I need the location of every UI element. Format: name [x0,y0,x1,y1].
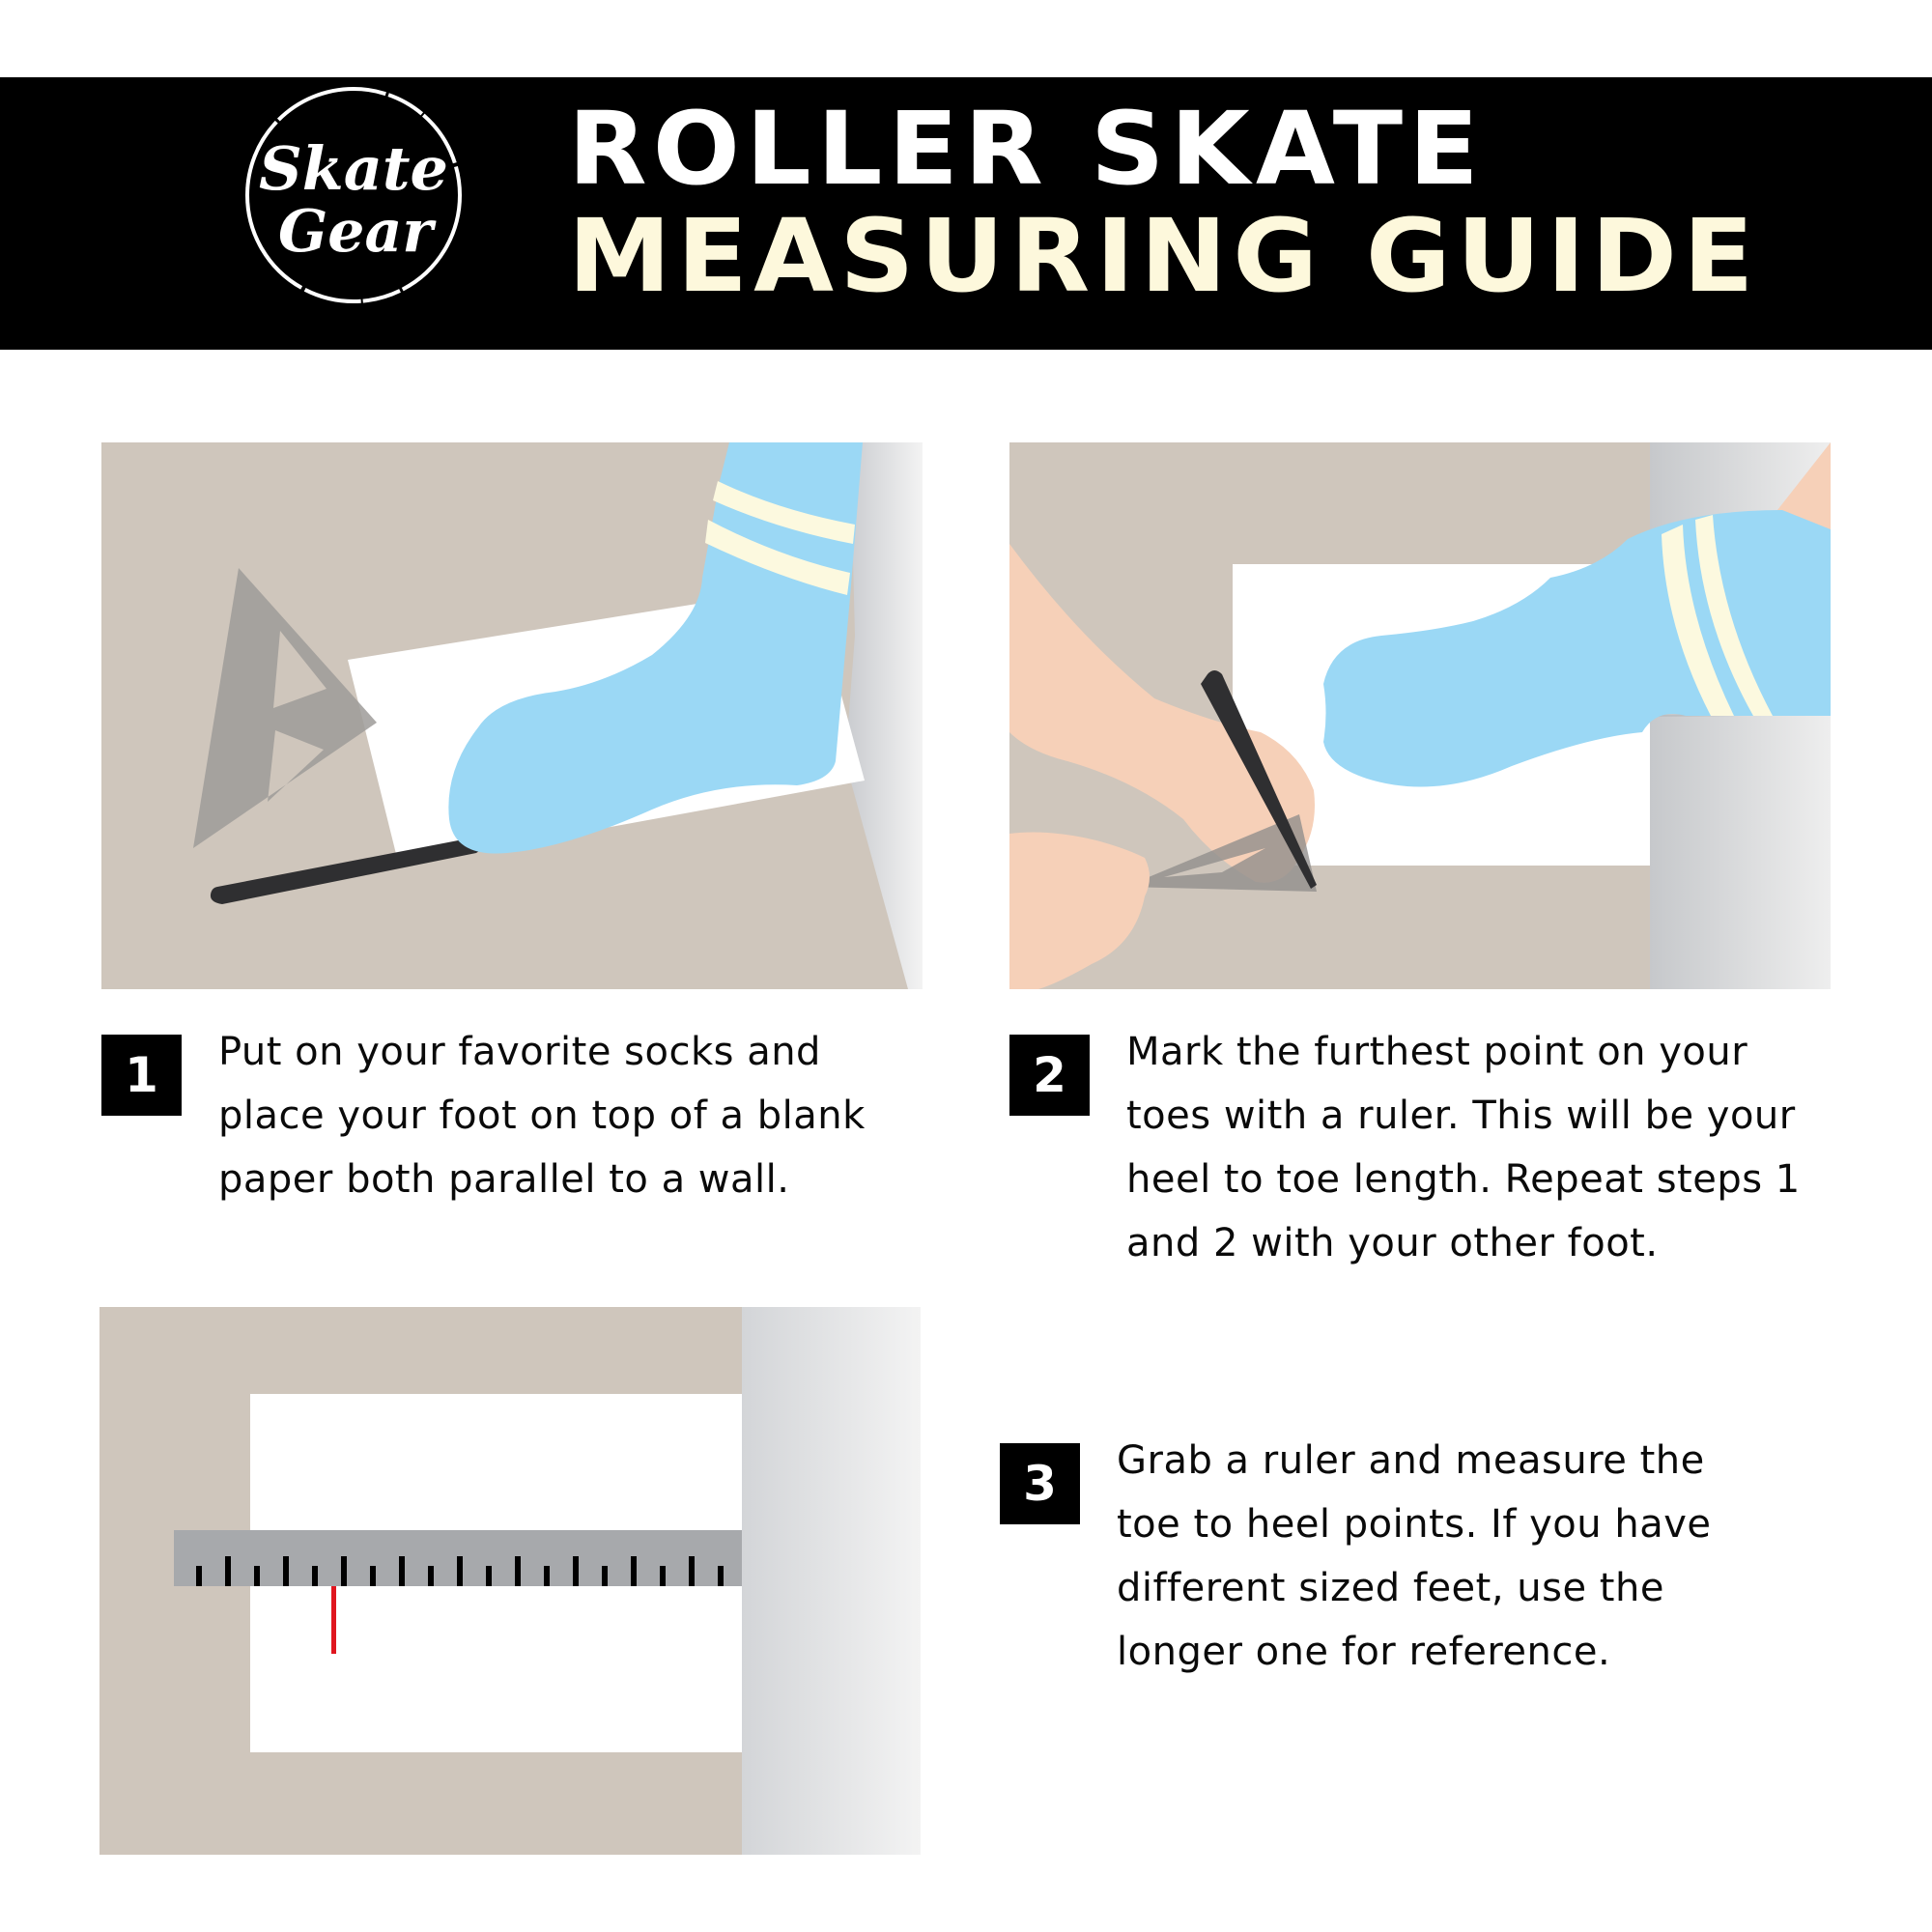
hand-holding-set-square [1009,832,1150,989]
set-square-icon [193,568,377,848]
step-1-line: paper both parallel to a wall. [218,1157,790,1202]
step-3-number-badge: 3 [1000,1443,1080,1524]
step-1-line: Put on your favorite socks and [218,1030,821,1074]
sock-icon [448,442,863,854]
step-2-line: and 2 with your other foot. [1126,1221,1659,1265]
step-1-line: place your foot on top of a blank [218,1094,866,1138]
logo-text-line2: Gear [278,198,437,266]
sock-icon [1323,510,1831,787]
step-1-illustration [101,442,923,989]
step-2-line: toes with a ruler. This will be your [1126,1094,1796,1138]
step-3-illustration [99,1307,921,1855]
step-3-line: Grab a ruler and measure the [1117,1438,1705,1483]
wall [845,442,923,989]
hand-holding-pencil [1009,544,1315,883]
step-1-number-badge: 1 [101,1035,182,1116]
step-2-line: heel to toe length. Repeat steps 1 [1126,1157,1801,1202]
pencil-icon [210,837,491,904]
step-3-line: longer one for reference. [1117,1630,1611,1674]
step-2-line: Mark the furthest point on your [1126,1030,1748,1074]
brand-logo: Skate Gear [240,81,468,309]
step-1-description: Put on your favorite socks and place you… [218,1020,866,1211]
step-3-line: different sized feet, use the [1117,1566,1664,1610]
step-2-number-badge: 2 [1009,1035,1090,1116]
step-2-illustration [1009,442,1831,989]
measurement-mark [331,1586,336,1654]
step-3-description: Grab a ruler and measure the toe to heel… [1117,1429,1711,1684]
header-bar [0,77,1932,350]
pencil-icon [1201,670,1317,889]
set-square-icon [1125,814,1317,892]
step-2-description: Mark the furthest point on your toes wit… [1126,1020,1801,1275]
page-title-line-1: ROLLER SKATE [568,90,1485,208]
logo-ring-icon [245,87,462,303]
ruler-ticks [196,1556,724,1586]
step-3-line: toe to heel points. If you have [1117,1502,1712,1547]
wall [742,1307,921,1855]
page-title-line-2: MEASURING GUIDE [568,197,1760,315]
logo-text-line1: Skate [259,133,448,204]
